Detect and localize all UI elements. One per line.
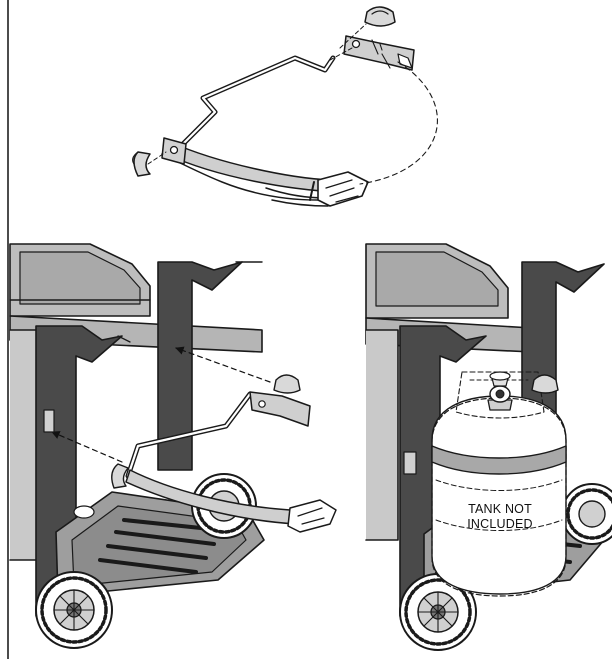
propane-tank — [431, 371, 567, 597]
insert-arrow-upper — [175, 346, 271, 383]
swing-path-dashed — [359, 61, 438, 185]
tank-not-included-callout: TANK NOT INCLUDED — [458, 502, 542, 532]
wheel-rear-right — [561, 483, 612, 545]
callout-line-1: TANK NOT — [468, 502, 532, 516]
upper-hinge-plate — [343, 35, 415, 71]
wheel-front-right — [399, 573, 477, 651]
retainer-assembly-left — [111, 374, 337, 533]
wheel-front-left — [35, 571, 113, 649]
tank-installed-view — [365, 243, 612, 651]
lower-hinge-plate — [161, 137, 187, 165]
install-view — [9, 243, 337, 649]
wire-retainer-rod — [174, 55, 336, 153]
rear-leg-left — [157, 261, 263, 471]
top-clamp-part — [364, 6, 396, 27]
left-clamp-part — [132, 151, 151, 177]
exploded-bracket-view — [132, 6, 438, 207]
insert-arrow-lower — [51, 431, 123, 463]
installed-clamp — [403, 374, 559, 475]
grill-body-left — [9, 243, 263, 561]
callout-line-2: INCLUDED — [467, 517, 533, 531]
strap-buckle — [309, 171, 369, 207]
